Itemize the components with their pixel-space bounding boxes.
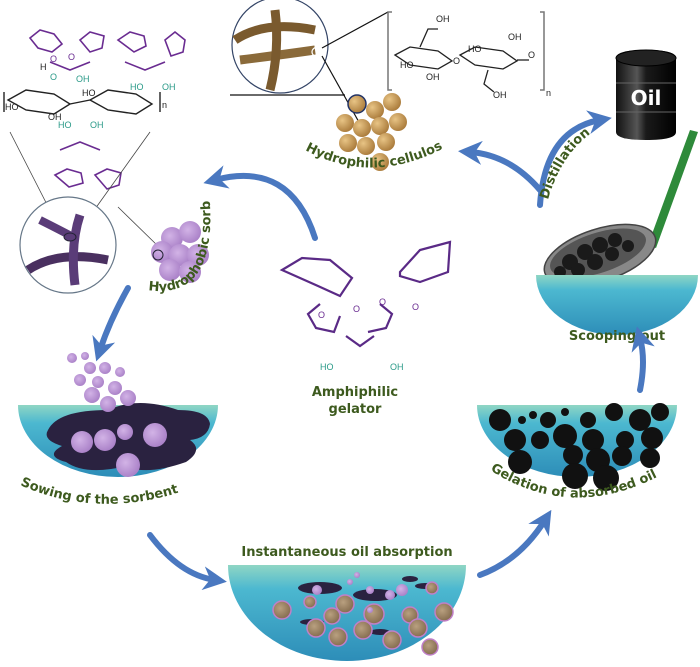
chem-oh: OH: [426, 72, 440, 82]
hydrophilic-cellulose-cluster: [336, 93, 407, 171]
cycle-arrows: [92, 110, 655, 591]
amphiphilic-gelator-structure: [279, 240, 452, 348]
arrow-distillation-to-cellulose: [458, 140, 543, 193]
chem-o: O: [379, 297, 386, 307]
chem-ho: O: [50, 72, 57, 82]
label-scooping-out: Scooping out: [569, 329, 665, 344]
arrow-gelation-to-scooping: [631, 326, 655, 393]
chem-o: O: [50, 54, 57, 64]
chem-n: n: [162, 100, 167, 110]
chem-o: O: [528, 50, 535, 60]
chem-oh: OH: [493, 90, 507, 100]
chem-n: n: [546, 88, 551, 98]
hydrophobic-sorbent-cluster: [151, 221, 209, 283]
bowl-scooping: [536, 275, 698, 335]
bowl-gelation: [477, 403, 677, 491]
label-gelator: gelator: [329, 402, 382, 417]
chem-ho: HO: [130, 82, 144, 92]
chem-oh: OH: [508, 32, 522, 42]
oil-barrel-icon: Oil: [615, 49, 677, 140]
arrow-cellulose-to-sorbent: [203, 165, 318, 241]
chem-ho: HO: [320, 362, 334, 372]
arrow-sorbent-to-sowing: [92, 285, 131, 362]
cellulose-structure: OH HO OH O HO OH OH O n: [387, 11, 551, 100]
chem-o: O: [453, 56, 460, 66]
label-sowing: Sowing of the sorbent: [18, 475, 179, 508]
chem-oh: OH: [76, 74, 90, 84]
chem-oh: OH: [162, 82, 176, 92]
hydrophobic-cellulose-structure: O O O OH HO OH HO HO OH H n HO OH: [3, 29, 186, 231]
chem-o: O: [353, 304, 360, 314]
cellulose-fiber-magnifier: [230, 0, 389, 125]
bowl-sowing: [18, 352, 218, 477]
arrow-absorption-to-gelation: [477, 509, 552, 578]
chem-oh: OH: [48, 112, 62, 122]
chem-oh: OH: [390, 362, 404, 372]
oil-barrel-label: Oil: [631, 86, 662, 110]
chem-o: O: [68, 52, 75, 62]
chem-oh: OH: [436, 14, 450, 24]
label-amphiphilic: Amphiphilic: [312, 385, 398, 400]
chem-ho: HO: [400, 60, 414, 70]
chem-o: O: [412, 302, 419, 312]
bowl-absorption: [228, 565, 466, 661]
chem-h: H: [40, 62, 47, 72]
amphiphilic-gelator-atoms: O O O O HO OH: [318, 297, 419, 372]
chem-ho: HO: [58, 120, 72, 130]
arrow-sowing-to-absorption: [147, 532, 227, 591]
chem-o: O: [318, 310, 325, 320]
chem-ho: HO: [82, 88, 96, 98]
chem-ho: HO: [468, 44, 482, 54]
purple-fiber-magnifier: [19, 196, 161, 294]
scoop-with-gel: [543, 130, 698, 287]
chem-ho: HO: [5, 102, 19, 112]
label-instantaneous-absorption: Instantaneous oil absorption: [241, 545, 452, 560]
chem-oh: OH: [90, 120, 104, 130]
